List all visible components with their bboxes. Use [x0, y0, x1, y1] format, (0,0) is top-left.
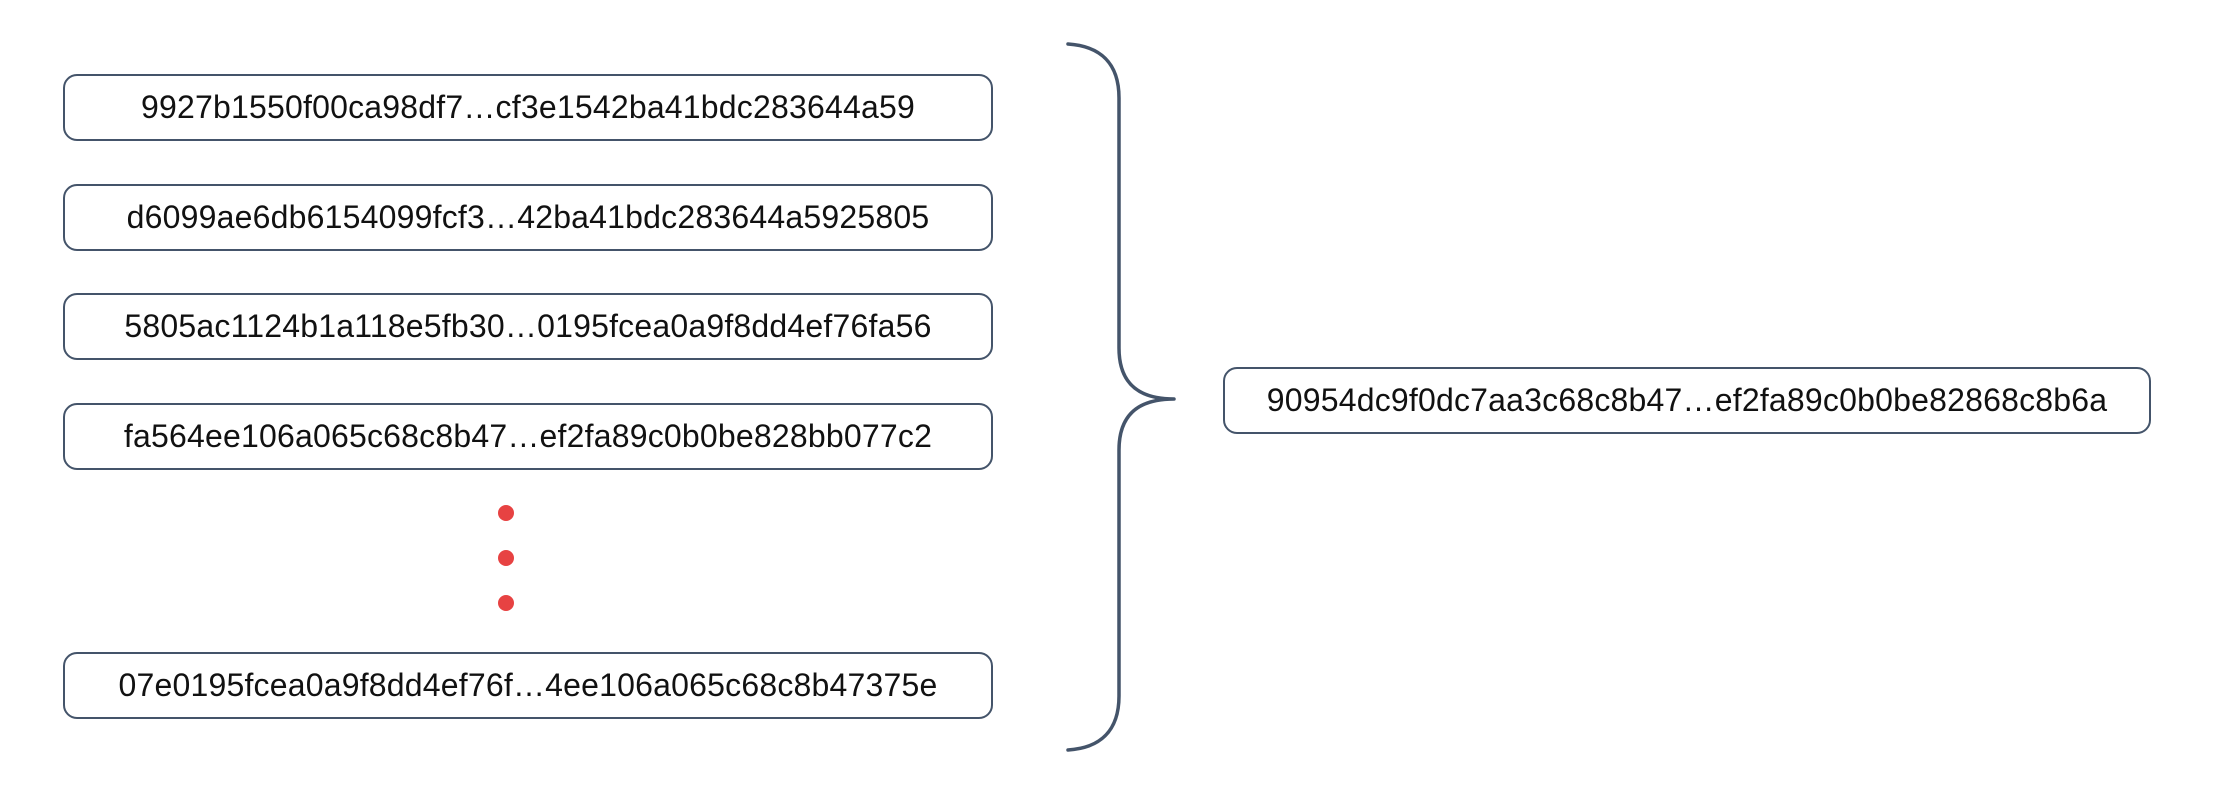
output-hash-box: 90954dc9f0dc7aa3c68c8b47…ef2fa89c0b0be82…: [1223, 367, 2151, 434]
input-hash-box-1: 9927b1550f00ca98df7…cf3e1542ba41bdc28364…: [63, 74, 993, 141]
output-hash-text: 90954dc9f0dc7aa3c68c8b47…ef2fa89c0b0be82…: [1266, 382, 2108, 418]
input-hash-text-3: 5805ac1124b1a118e5fb30…0195fcea0a9f8dd4e…: [124, 308, 932, 344]
input-hash-box-5: 07e0195fcea0a9f8dd4ef76f…4ee106a065c68c8…: [63, 652, 993, 719]
ellipsis-dot: [498, 505, 514, 521]
input-hash-box-2: d6099ae6db6154099fcf3…42ba41bdc283644a59…: [63, 184, 993, 251]
input-hash-box-4: fa564ee106a065c68c8b47…ef2fa89c0b0be828b…: [63, 403, 993, 470]
vertical-ellipsis-icon: [498, 505, 514, 611]
input-hash-text-1: 9927b1550f00ca98df7…cf3e1542ba41bdc28364…: [141, 89, 915, 125]
input-hash-box-3: 5805ac1124b1a118e5fb30…0195fcea0a9f8dd4e…: [63, 293, 993, 360]
input-hash-text-5: 07e0195fcea0a9f8dd4ef76f…4ee106a065c68c8…: [118, 667, 938, 703]
input-hash-text-4: fa564ee106a065c68c8b47…ef2fa89c0b0be828b…: [123, 418, 933, 454]
ellipsis-dot: [498, 550, 514, 566]
ellipsis-dot: [498, 595, 514, 611]
input-hash-text-2: d6099ae6db6154099fcf3…42ba41bdc283644a59…: [126, 199, 930, 235]
